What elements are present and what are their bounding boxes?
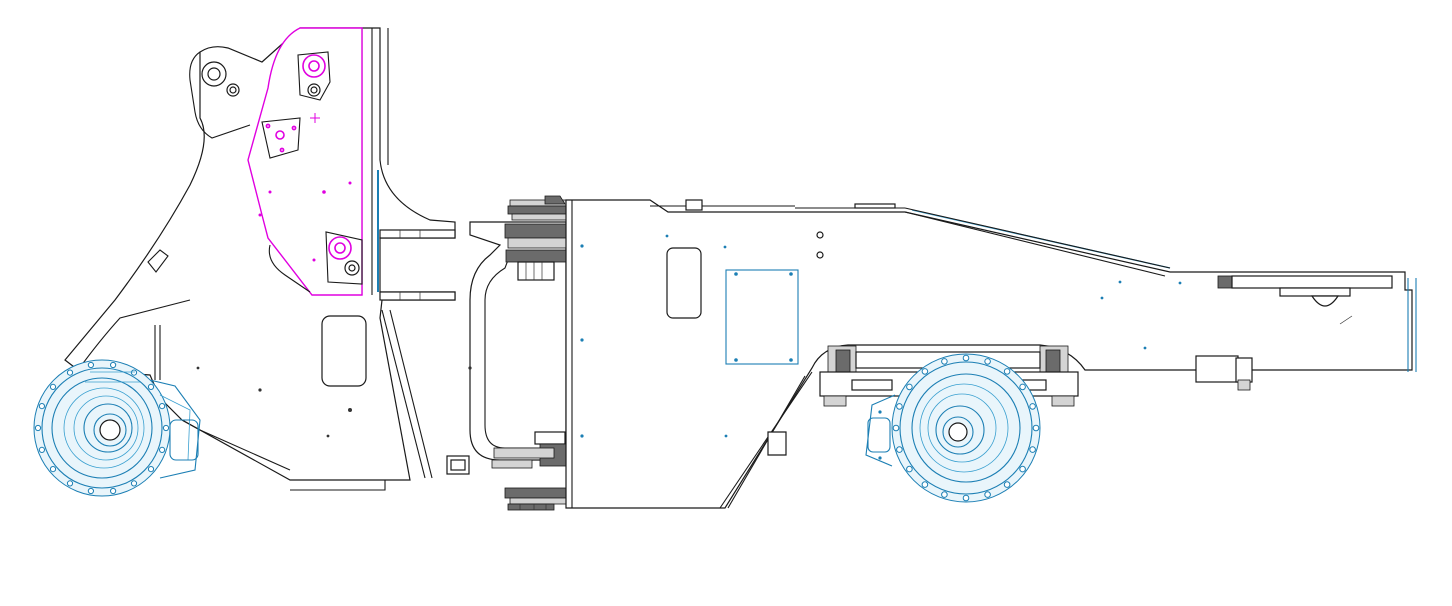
hub-bolt — [49, 466, 57, 473]
hub-bolt — [962, 354, 970, 362]
hub-bolt — [892, 424, 900, 432]
hub-bolt — [921, 481, 929, 488]
hub-bolt — [87, 361, 95, 369]
hub-bolt — [1032, 424, 1040, 432]
hub-bolt — [159, 403, 166, 410]
hub-bolt — [147, 383, 155, 390]
hub-bolt — [162, 424, 170, 432]
hub-bolt — [941, 491, 948, 498]
hub-bolt — [1029, 446, 1036, 453]
hub-bolt — [941, 358, 948, 365]
hub-bolt — [1019, 465, 1026, 473]
rear-deck[interactable] — [1195, 275, 1417, 391]
hub-bolt — [130, 480, 138, 487]
hub-bolt — [87, 487, 95, 495]
hub-bolt — [1019, 383, 1026, 391]
hub-bolt — [896, 403, 903, 410]
hub-bolt — [1003, 368, 1011, 375]
hub-bolt — [34, 424, 42, 432]
hub-bolt — [984, 358, 991, 365]
hub-bolt — [1003, 481, 1011, 488]
hub-bolt — [896, 446, 903, 453]
hub-bolt — [110, 361, 117, 369]
hub-bolt — [1029, 403, 1036, 410]
hub-bolt — [984, 491, 991, 498]
hub-bolt — [130, 369, 138, 376]
hub-bolt — [159, 446, 166, 453]
hub-bolt — [38, 446, 46, 453]
hub-bolt — [66, 480, 74, 487]
rear-frame[interactable] — [565, 199, 1413, 509]
hub-bolt — [110, 487, 117, 495]
front-axle-wheel-hub[interactable] — [33, 359, 201, 497]
hub-bolt — [962, 494, 970, 502]
rear-axle-wheel-hub[interactable] — [865, 353, 1041, 503]
hub-bolt — [147, 466, 155, 473]
hub-bolt — [906, 465, 913, 473]
hub-bolt — [906, 383, 913, 391]
hub-bolt — [38, 403, 46, 410]
hub-bolt — [49, 383, 57, 390]
hub-bolt — [921, 368, 929, 375]
hub-bolt — [66, 369, 74, 376]
highlighted-plate[interactable] — [247, 27, 379, 296]
